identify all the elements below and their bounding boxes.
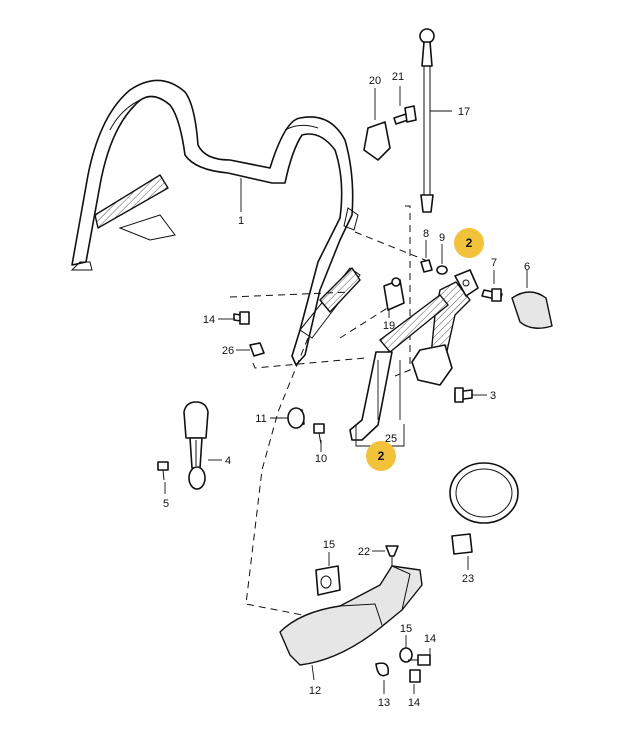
callout-13: 13: [378, 697, 390, 709]
bolt-part-10[interactable]: [313, 423, 325, 452]
highlight-disc: [366, 441, 396, 471]
screw-part-3[interactable]: [454, 387, 487, 403]
callout-26: 26: [222, 345, 234, 357]
nut-part-8[interactable]: [420, 240, 433, 273]
cover-part-6[interactable]: [511, 270, 553, 329]
callout-25: 25: [385, 433, 397, 445]
seat-belt-part-2[interactable]: [349, 269, 479, 441]
callout-14-upper: 14: [203, 314, 215, 326]
callout-labels: 1 3 4 5 6 7 8 9 10 11 12 13 14 14 14 15 …: [163, 71, 530, 709]
screw-part-22[interactable]: [372, 545, 399, 574]
guide-part-19[interactable]: [383, 277, 405, 318]
cable-part-23[interactable]: [449, 462, 519, 570]
bolt-part-7[interactable]: [481, 270, 503, 302]
callout-9: 9: [439, 232, 445, 244]
callout-8: 8: [423, 228, 429, 240]
callout-21: 21: [392, 71, 404, 83]
buckle-part-4[interactable]: [183, 401, 222, 490]
bracket-part-20[interactable]: [363, 88, 391, 161]
callout-5: 5: [163, 498, 169, 510]
roll-bar-part-1[interactable]: [70, 79, 361, 366]
nut-part-26[interactable]: [236, 342, 265, 357]
assembly-lines: [229, 205, 431, 619]
antenna-part-17[interactable]: [419, 28, 452, 213]
highlight-marker-top[interactable]: 2: [454, 228, 484, 258]
highlight-marker-bottom[interactable]: 2: [366, 441, 396, 471]
bolt-part-14-lower[interactable]: [409, 669, 421, 694]
clip-part-13[interactable]: [375, 662, 390, 694]
callout-11: 11: [255, 413, 266, 425]
washer-part-9[interactable]: [436, 244, 448, 275]
callout-23: 23: [462, 573, 474, 585]
callout-22: 22: [358, 546, 370, 558]
washer-part-15-upper[interactable]: [315, 552, 341, 596]
trim-panel-part-12[interactable]: [279, 565, 423, 681]
highlight-disc: [454, 228, 484, 258]
sleeve-part-11[interactable]: [270, 407, 305, 429]
callout-6: 6: [524, 261, 530, 273]
callout-14-right: 14: [424, 633, 436, 645]
washer-part-15-lower[interactable]: [399, 635, 413, 663]
bolt-part-14-upper[interactable]: [218, 311, 250, 325]
callout-19: 19: [383, 320, 395, 332]
callout-1: 1: [238, 215, 244, 227]
callout-4: 4: [225, 455, 231, 467]
screw-part-21[interactable]: [393, 86, 417, 125]
highlight-label: 2: [466, 236, 473, 250]
callout-14-lower: 14: [408, 697, 420, 709]
callout-7: 7: [491, 257, 497, 269]
callout-3: 3: [490, 390, 496, 402]
bolt-part-14-right[interactable]: [408, 648, 431, 666]
callout-17: 17: [458, 106, 470, 118]
callout-10: 10: [315, 453, 327, 465]
callout-20: 20: [369, 75, 381, 87]
bolt-part-5[interactable]: [157, 461, 169, 494]
callout-15-lower: 15: [400, 623, 412, 635]
callout-12: 12: [309, 685, 321, 697]
highlight-label: 2: [378, 449, 385, 463]
callout-15-upper: 15: [323, 539, 335, 551]
